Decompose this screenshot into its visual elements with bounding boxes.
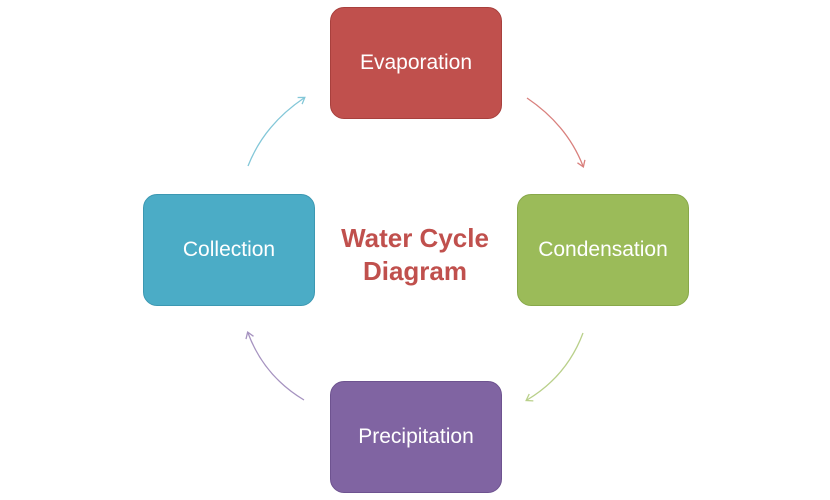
arrow-precipitation-to-collection <box>245 330 305 401</box>
node-precipitation: Precipitation <box>330 381 502 493</box>
node-precipitation-label: Precipitation <box>358 425 474 448</box>
node-collection: Collection <box>143 194 315 306</box>
node-condensation-label: Condensation <box>538 238 668 261</box>
diagram-title-line-2: Diagram <box>362 256 468 286</box>
arrow-collection-to-evaporation <box>247 96 306 167</box>
node-condensation: Condensation <box>517 194 689 306</box>
node-evaporation: Evaporation <box>330 7 502 119</box>
arrow-condensation-to-precipitation <box>525 332 584 402</box>
node-collection-label: Collection <box>182 238 276 261</box>
arrow-evaporation-to-condensation <box>526 97 586 169</box>
diagram-title-line-1: Water Cycle <box>341 223 489 253</box>
node-evaporation-label: Evaporation <box>359 51 473 74</box>
diagram-title: Water Cycle Diagram <box>315 222 515 288</box>
